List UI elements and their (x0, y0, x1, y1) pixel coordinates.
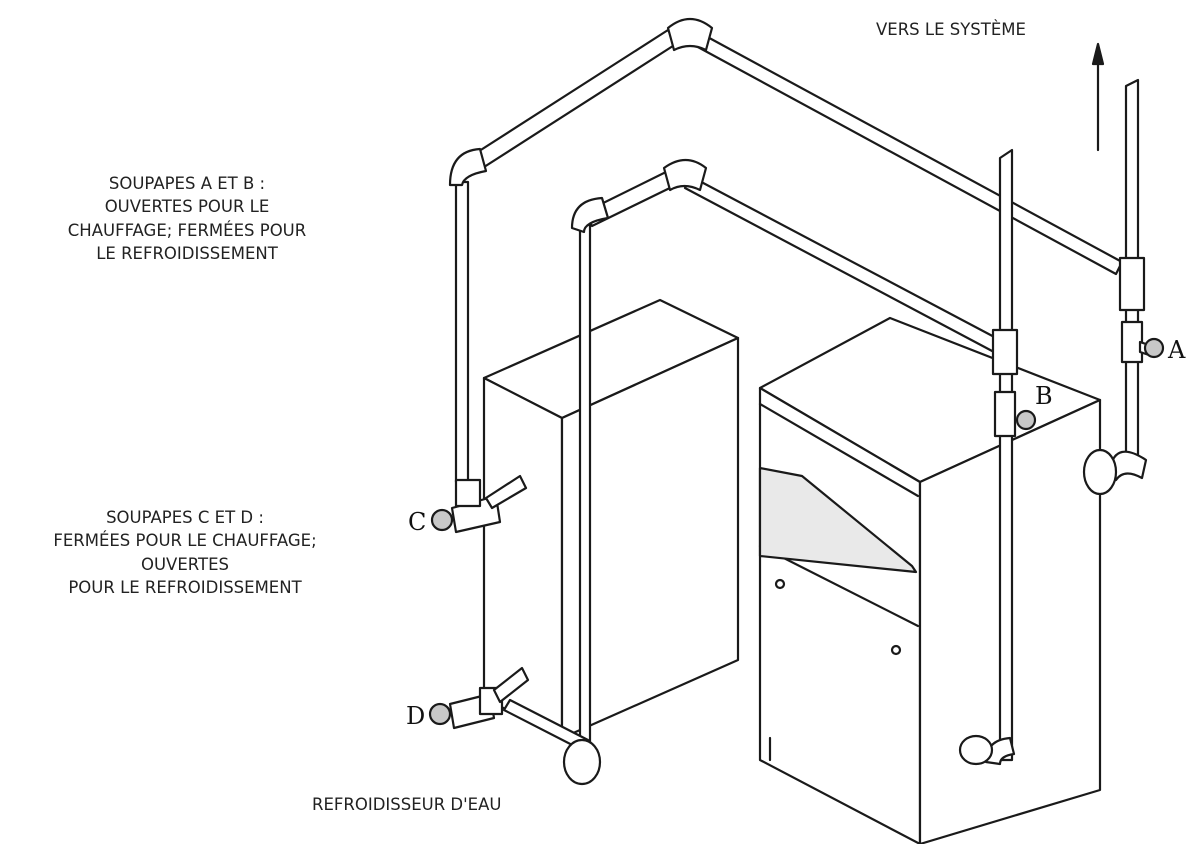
riser-b (958, 148, 1019, 766)
valve-b-letter: B (1035, 382, 1053, 410)
valve-c-letter: C (408, 508, 426, 536)
riser-a (1082, 78, 1148, 496)
outer-pipe-loop (448, 17, 1124, 484)
valve-d (428, 666, 530, 730)
chiller-cabinet (482, 298, 740, 740)
label-chiller: REFROIDISSEUR D'EAU (312, 795, 502, 814)
label-valves-cd: SOUPAPES C ET D : FERMÉES POUR LE CHAUFF… (0, 506, 370, 600)
valve-a (1138, 337, 1165, 359)
valves-cd-line4: POUR LE REFROIDISSEMENT (68, 578, 302, 598)
valves-cd-line3: OUVERTES (140, 554, 230, 574)
valves-ab-line1: SOUPAPES A ET B : (108, 174, 266, 193)
valve-b (1015, 409, 1037, 431)
valve-c (430, 474, 528, 534)
valves-ab-line3: CHAUFFAGE; FERMÉES POUR (67, 220, 307, 240)
valves-ab-line2: OUVERTES POUR LE (104, 197, 270, 217)
valves-cd-line1: SOUPAPES C ET D : (106, 508, 264, 527)
valves-cd-line2: FERMÉES POUR LE CHAUFFAGE; (53, 531, 317, 551)
valves-ab-line4: LE REFROIDISSEMENT (96, 244, 278, 264)
valve-a-letter: A (1167, 336, 1186, 364)
flow-arrow-icon (1091, 42, 1105, 152)
valve-d-letter: D (406, 702, 425, 730)
label-to-system: VERS LE SYSTÈME (876, 20, 1026, 39)
label-valves-ab: SOUPAPES A ET B : OUVERTES POUR LE CHAUF… (12, 172, 362, 266)
